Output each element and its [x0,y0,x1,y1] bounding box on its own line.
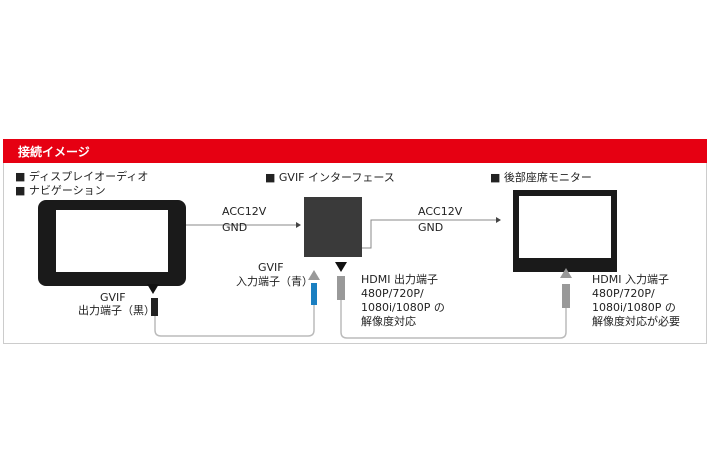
monitor-device [513,190,617,272]
hdmi-in-connector [562,284,570,308]
gvif-out-label-1: GVIF [100,291,126,304]
gvif-out-connector [151,298,158,316]
hdmi-in-label-1: HDMI 入力端子 [592,273,669,286]
interface-box [304,197,362,257]
power-line-2 [362,219,496,249]
hdmi-out-label-3: 1080i/1080P の [361,301,445,314]
gvif-cable [154,305,315,337]
gvif-in-label-2: 入力端子（青） [236,275,313,288]
hdmi-cable [340,300,567,339]
triangle-down-icon [147,284,159,294]
triangle-up-icon [308,270,320,280]
triangle-down-icon [335,262,347,272]
navi-device [38,200,186,286]
section-header: 接続イメージ [3,139,707,163]
hdmi-out-label-4: 解像度対応 [361,315,416,328]
acc-label-1: ACC12V [222,205,267,218]
hdmi-in-label-2: 480P/720P/ [592,287,655,300]
section-title: 接続イメージ [18,145,90,159]
gnd-label-1: GND [222,221,248,234]
triangle-up-icon [560,268,572,278]
arrow-head [296,222,301,228]
hdmi-out-connector [337,276,345,300]
hdmi-in-label-4: 解像度対応が必要 [592,315,680,328]
gvif-in-label-1: GVIF [258,261,284,274]
hdmi-out-label-1: HDMI 出力端子 [361,273,438,286]
gvif-out-label-2: 出力端子（黒） [78,304,155,317]
interface-label: ■ GVIF インターフェース [265,171,395,184]
monitor-label: ■ 後部座席モニター [490,171,592,184]
hdmi-in-label-3: 1080i/1080P の [592,301,676,314]
gvif-in-connector [311,283,317,305]
gnd-label-2: GND [418,221,444,234]
arrow-head [496,217,501,223]
acc-label-2: ACC12V [418,205,463,218]
navi-label-2: ■ ナビゲーション [15,184,106,197]
hdmi-out-label-2: 480P/720P/ [361,287,424,300]
navi-label-1: ■ ディスプレイオーディオ [15,170,149,183]
